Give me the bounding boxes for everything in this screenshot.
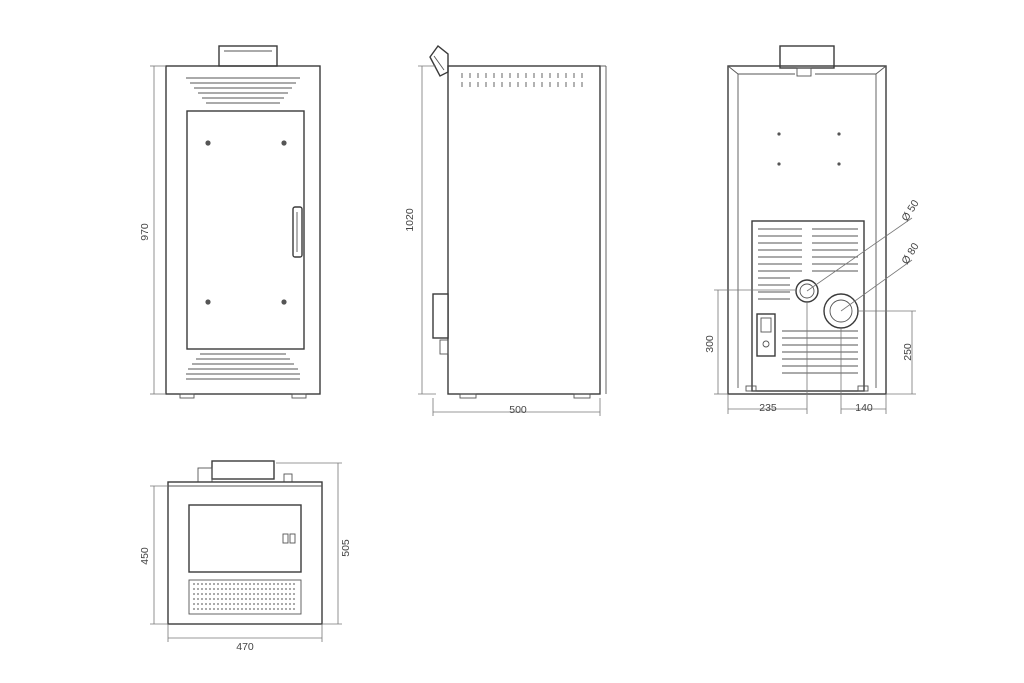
rear-top-handle [779, 45, 835, 69]
top-width-label: 470 [236, 641, 254, 653]
side-top-vent [461, 73, 583, 87]
side-body [447, 65, 601, 395]
top-lid [188, 504, 302, 573]
side-height-label: 1020 [404, 208, 416, 232]
side-view: 1020 500 [404, 44, 607, 416]
rear-dia-large-label: Ø 80 [899, 241, 921, 267]
top-depth-inner-label: 450 [139, 547, 151, 565]
rear-lower-vent [782, 330, 858, 374]
top-view: 450 505 470 [139, 460, 352, 653]
rear-left-width-label: 235 [759, 402, 777, 414]
front-top-vent [186, 77, 300, 104]
rear-right-width-label: 140 [855, 402, 873, 414]
rear-right-height-label: 250 [902, 343, 914, 361]
front-bottom-vent [186, 353, 300, 380]
side-depth-label: 500 [509, 404, 527, 416]
top-mesh-grille [188, 579, 302, 615]
top-handle [211, 460, 275, 480]
front-body [165, 65, 321, 395]
front-top-handle [218, 45, 278, 67]
top-depth-outer-label: 505 [340, 539, 352, 557]
rear-view: Ø 50 Ø 80 300 250 235 140 [704, 45, 922, 414]
side-rear-box [432, 293, 449, 339]
rear-upper-vent [758, 228, 858, 300]
rear-panel [751, 220, 865, 392]
rear-switch-panel [756, 313, 776, 357]
rear-dia-small-label: Ø 50 [899, 198, 921, 224]
front-door-handle [292, 206, 303, 258]
front-door [186, 110, 305, 350]
side-top-handle [429, 44, 449, 77]
front-height-label: 970 [139, 223, 151, 241]
front-view: 970 [139, 45, 321, 399]
rear-left-height-label: 300 [704, 335, 716, 353]
top-body [167, 481, 323, 625]
